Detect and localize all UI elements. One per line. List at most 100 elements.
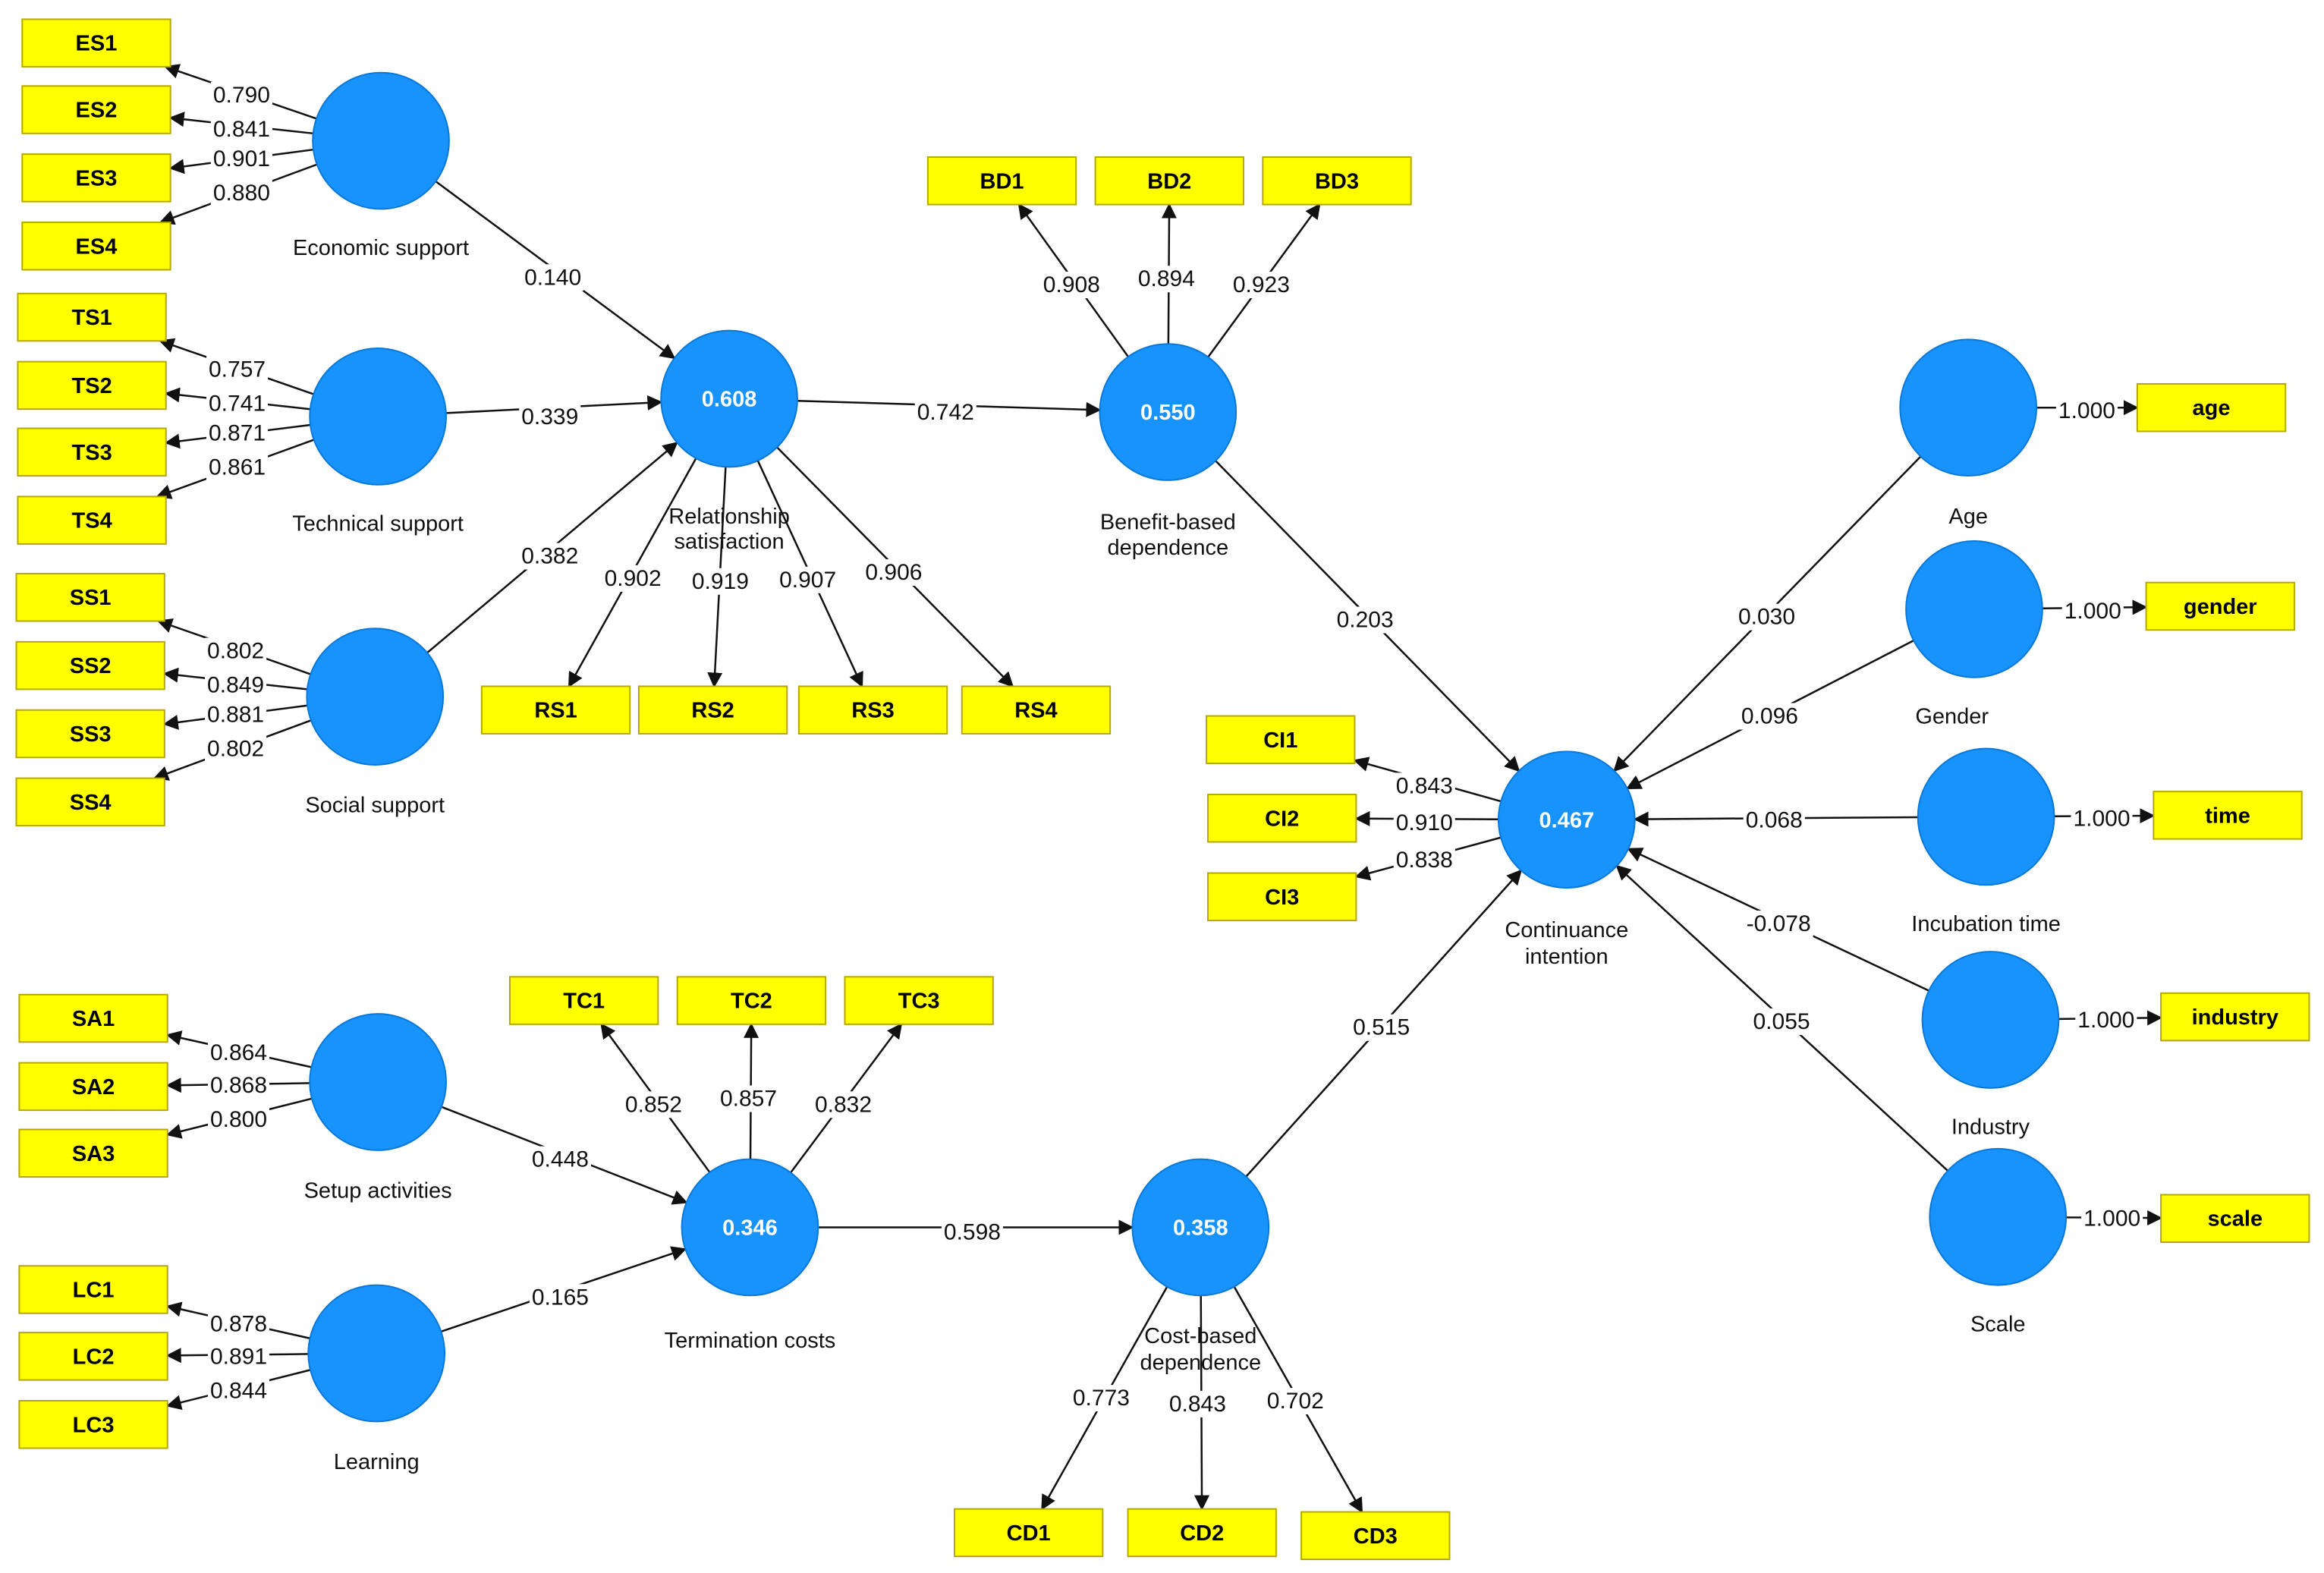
indicator-sa1[interactable]: SA1 (18, 993, 168, 1043)
indicator-box-ci2[interactable] (1207, 794, 1357, 843)
construct-ci[interactable]: 0.467 (1497, 750, 1636, 889)
construct-circle-ts[interactable] (309, 348, 447, 486)
indicator-ss1[interactable]: SS1 (15, 572, 165, 622)
indicator-ss3[interactable]: SS3 (15, 709, 165, 759)
indicator-cd1[interactable]: CD1 (954, 1508, 1104, 1558)
indicator-box-ci1[interactable] (1206, 715, 1356, 765)
indicator-ci1[interactable]: CI1 (1206, 715, 1356, 765)
construct-age[interactable] (1899, 338, 2038, 477)
indicator-bd3[interactable]: BD3 (1262, 156, 1412, 206)
indicator-ss2[interactable]: SS2 (15, 640, 165, 691)
construct-cd[interactable]: 0.358 (1131, 1158, 1270, 1297)
indicator-rs2[interactable]: RS2 (637, 685, 788, 735)
indicator-es2[interactable]: ES2 (21, 85, 171, 134)
construct-circle-ci[interactable] (1497, 750, 1636, 889)
indicator-box-ss3[interactable] (15, 709, 165, 759)
indicator-ss4[interactable]: SS4 (15, 777, 165, 827)
indicator-box-age[interactable] (2136, 382, 2287, 433)
indicator-ci2[interactable]: CI2 (1207, 794, 1357, 843)
construct-circle-tc[interactable] (681, 1158, 819, 1297)
construct-sca[interactable] (1929, 1147, 2068, 1286)
construct-circle-cd[interactable] (1131, 1158, 1270, 1297)
indicator-box-ci3[interactable] (1207, 872, 1357, 922)
indicator-box-ts1[interactable] (17, 292, 167, 342)
indicator-bd1[interactable]: BD1 (926, 156, 1077, 206)
indicator-time[interactable]: time (2153, 791, 2303, 840)
indicator-ts4[interactable]: TS4 (17, 495, 167, 545)
indicator-sa2[interactable]: SA2 (18, 1062, 168, 1112)
construct-circle-ind[interactable] (1921, 951, 2060, 1089)
indicator-box-es1[interactable] (21, 18, 171, 68)
indicator-ts1[interactable]: TS1 (17, 292, 167, 342)
indicator-es4[interactable]: ES4 (21, 222, 171, 271)
construct-gen[interactable] (1905, 540, 2043, 678)
indicator-box-industry[interactable] (2160, 992, 2310, 1042)
indicator-lc3[interactable]: LC3 (18, 1400, 168, 1449)
indicator-rs3[interactable]: RS3 (797, 685, 948, 735)
construct-circle-time[interactable] (1917, 747, 2055, 886)
indicator-es3[interactable]: ES3 (21, 153, 171, 203)
indicator-box-cd2[interactable] (1127, 1508, 1277, 1558)
construct-circle-ss[interactable] (306, 628, 445, 766)
indicator-tc1[interactable]: TC1 (508, 976, 659, 1025)
construct-circle-gen[interactable] (1905, 540, 2043, 678)
indicator-box-ts2[interactable] (17, 360, 167, 411)
construct-circle-lc[interactable] (307, 1284, 446, 1423)
indicator-tc3[interactable]: TC3 (844, 976, 994, 1025)
construct-circle-es[interactable] (312, 71, 450, 210)
indicator-box-scale[interactable] (2160, 1194, 2310, 1243)
indicator-scale[interactable]: scale (2160, 1194, 2310, 1243)
indicator-box-rs4[interactable] (961, 685, 1112, 735)
indicator-industry[interactable]: industry (2160, 992, 2310, 1042)
construct-rs[interactable]: 0.608 (660, 329, 798, 468)
indicator-bd2[interactable]: BD2 (1094, 156, 1244, 206)
construct-circle-sa[interactable] (309, 1013, 447, 1151)
indicator-sa3[interactable]: SA3 (18, 1128, 168, 1178)
indicator-box-bd2[interactable] (1094, 156, 1244, 206)
indicator-box-ts4[interactable] (17, 495, 167, 545)
indicator-ci3[interactable]: CI3 (1207, 872, 1357, 922)
construct-ts[interactable] (309, 348, 447, 486)
indicator-rs1[interactable]: RS1 (480, 685, 631, 735)
indicator-box-rs3[interactable] (797, 685, 948, 735)
indicator-age[interactable]: age (2136, 382, 2287, 433)
indicator-box-rs2[interactable] (637, 685, 788, 735)
indicator-tc2[interactable]: TC2 (676, 976, 827, 1025)
indicator-box-lc3[interactable] (18, 1400, 168, 1449)
indicator-box-rs1[interactable] (480, 685, 631, 735)
construct-circle-sca[interactable] (1929, 1147, 2068, 1286)
construct-circle-bd[interactable] (1099, 343, 1237, 481)
indicator-box-gender[interactable] (2145, 581, 2295, 631)
indicator-box-es4[interactable] (21, 222, 171, 271)
construct-tc[interactable]: 0.346 (681, 1158, 819, 1297)
indicator-box-sa1[interactable] (18, 993, 168, 1043)
construct-es[interactable] (312, 71, 450, 210)
indicator-ts3[interactable]: TS3 (17, 427, 167, 477)
indicator-cd3[interactable]: CD3 (1300, 1511, 1451, 1561)
indicator-box-es3[interactable] (21, 153, 171, 203)
construct-lc[interactable] (307, 1284, 446, 1423)
indicator-box-cd3[interactable] (1300, 1511, 1451, 1561)
indicator-box-ts3[interactable] (17, 427, 167, 477)
construct-ind[interactable] (1921, 951, 2060, 1089)
indicator-box-es2[interactable] (21, 85, 171, 134)
indicator-box-ss2[interactable] (15, 640, 165, 691)
indicator-box-sa3[interactable] (18, 1128, 168, 1178)
indicator-gender[interactable]: gender (2145, 581, 2295, 631)
construct-circle-rs[interactable] (660, 329, 798, 468)
indicator-rs4[interactable]: RS4 (961, 685, 1112, 735)
indicator-es1[interactable]: ES1 (21, 18, 171, 68)
indicator-box-tc3[interactable] (844, 976, 994, 1025)
indicator-box-bd1[interactable] (926, 156, 1077, 206)
indicator-lc2[interactable]: LC2 (18, 1332, 168, 1381)
indicator-lc1[interactable]: LC1 (18, 1265, 168, 1314)
indicator-ts2[interactable]: TS2 (17, 360, 167, 411)
indicator-box-cd1[interactable] (954, 1508, 1104, 1558)
indicator-box-ss4[interactable] (15, 777, 165, 827)
indicator-box-lc1[interactable] (18, 1265, 168, 1314)
construct-bd[interactable]: 0.550 (1099, 343, 1237, 481)
indicator-box-time[interactable] (2153, 791, 2303, 840)
indicator-box-ss1[interactable] (15, 572, 165, 622)
construct-sa[interactable] (309, 1013, 447, 1151)
indicator-box-tc2[interactable] (676, 976, 827, 1025)
